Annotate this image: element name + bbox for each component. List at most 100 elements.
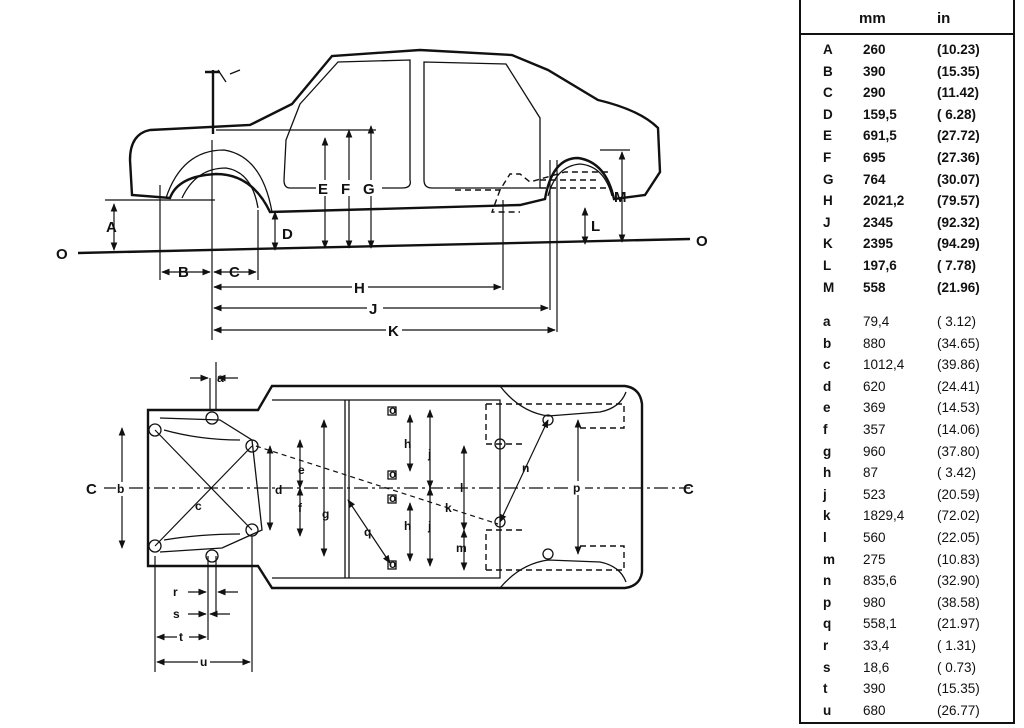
label-O-left: O	[56, 246, 68, 263]
row-mm: 2395	[863, 236, 894, 252]
row-code: n	[823, 573, 832, 589]
row-code: a	[823, 314, 831, 329]
label-CL-right: C	[683, 481, 694, 498]
row-code: u	[823, 702, 832, 718]
plan-reference-squares	[387, 406, 397, 570]
body-dimension-diagram: O O A B C D E F G L M	[56, 48, 708, 672]
label-e: e	[298, 463, 305, 477]
row-mm: 695	[863, 150, 886, 165]
j-label-bg	[367, 301, 383, 315]
side-body-outline	[128, 48, 662, 214]
row-in: ( 1.31)	[937, 638, 977, 653]
row-code: q	[823, 616, 832, 632]
reference-line-o	[77, 237, 691, 255]
t-label-bg	[177, 630, 189, 643]
row-code: k	[823, 508, 831, 524]
label-L: L	[591, 218, 600, 235]
label-p: p	[573, 481, 580, 495]
row-in: (39.86)	[937, 357, 980, 373]
row-mm: 523	[863, 486, 886, 502]
row-in: (10.83)	[937, 551, 980, 567]
row-in: ( 6.28)	[937, 106, 977, 122]
row-code: j	[823, 486, 827, 502]
row-in: (27.36)	[937, 150, 980, 165]
side-front-arch-inner	[181, 167, 259, 209]
row-in: (92.32)	[937, 214, 980, 230]
row-mm: 260	[863, 42, 886, 57]
row-mm: 691,5	[863, 128, 897, 144]
row-in: (38.58)	[937, 594, 980, 610]
row-in: (20.59)	[937, 486, 980, 502]
label-J: J	[369, 301, 377, 318]
row-in: ( 3.12)	[937, 314, 977, 329]
plan-rear-dashed	[485, 403, 625, 571]
label-r: r	[173, 585, 178, 599]
row-mm: 835,6	[863, 573, 897, 589]
label-D: D	[282, 226, 293, 243]
row-mm: 33,4	[863, 638, 890, 653]
plan-floor-divider	[344, 400, 350, 578]
row-code: A	[823, 42, 833, 57]
row-in: (72.02)	[937, 508, 980, 524]
row-in: (14.53)	[937, 400, 980, 416]
b-label-bg	[116, 482, 128, 496]
row-code: M	[823, 279, 835, 295]
label-E: E	[318, 181, 328, 198]
table-row: r 33,4 ( 1.31)	[801, 638, 1013, 658]
row-code: t	[823, 681, 828, 697]
row-mm: 960	[863, 443, 886, 459]
label-c: c	[195, 499, 202, 513]
row-mm: 159,5	[863, 106, 897, 122]
row-mm: 390	[863, 63, 886, 79]
row-code: r	[823, 638, 829, 653]
label-a: a	[217, 371, 224, 385]
row-in: (14.06)	[937, 422, 980, 437]
dim-k	[255, 445, 499, 525]
row-in: ( 3.42)	[937, 465, 977, 481]
dim-q	[347, 499, 391, 564]
side-strut-arrow	[217, 69, 241, 83]
label-b: b	[117, 482, 124, 496]
label-M: M	[614, 189, 627, 206]
row-in: (24.41)	[937, 378, 980, 394]
label-h-upper: h	[404, 437, 411, 451]
side-view: O O A B C D E F G L M	[56, 48, 708, 340]
table-row: j 523 (20.59)	[801, 487, 1013, 507]
plan-view: C C a b c d e f g h h j j o	[86, 362, 694, 672]
row-in: (32.90)	[937, 573, 980, 589]
label-o-2: o	[389, 467, 396, 481]
row-code: G	[823, 171, 834, 187]
row-in: (94.29)	[937, 236, 980, 252]
label-G: G	[363, 181, 375, 198]
dim-c	[154, 445, 253, 547]
k-label-bg	[386, 323, 402, 337]
table-row: n 835,6 (32.90)	[801, 573, 1013, 593]
row-mm: 560	[863, 530, 886, 545]
label-K: K	[388, 323, 399, 340]
row-mm: 2021,2	[863, 193, 905, 209]
label-j-lower: j	[427, 519, 431, 533]
row-mm: 620	[863, 378, 886, 394]
row-code: J	[823, 214, 831, 230]
row-mm: 357	[863, 422, 886, 437]
label-o-3: o	[389, 491, 396, 505]
row-in: (15.35)	[937, 681, 980, 697]
